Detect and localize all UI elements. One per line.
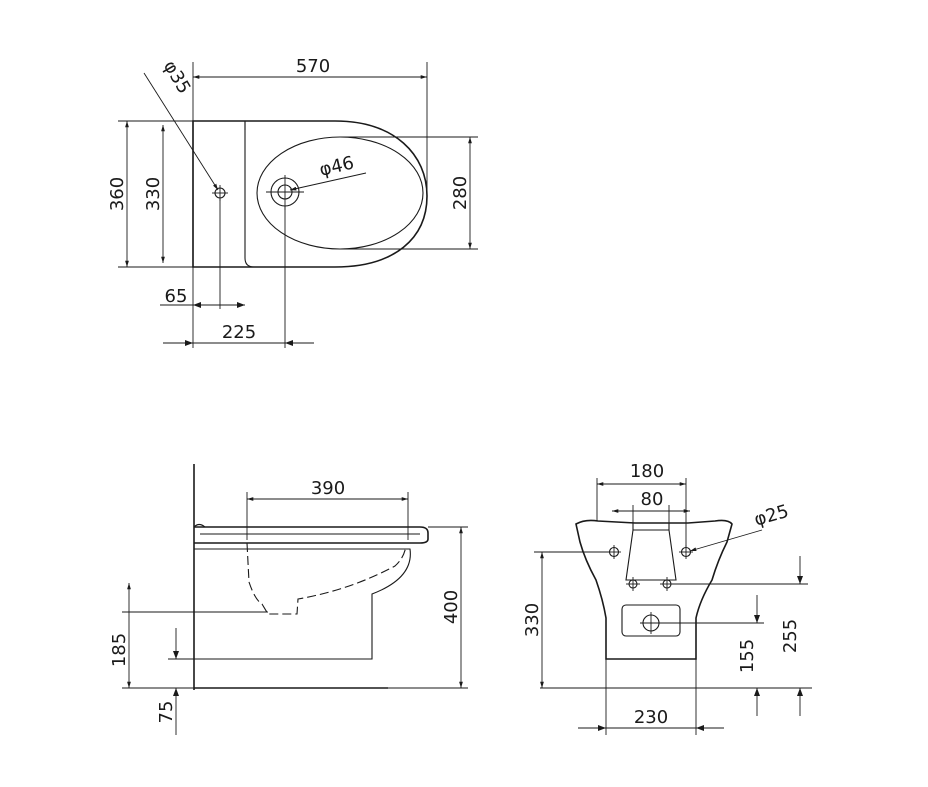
body-outline — [194, 548, 411, 660]
dim-floor-offset: 75 — [156, 701, 177, 724]
waste-opening — [621, 604, 681, 637]
dim-waste-height: 185 — [109, 633, 130, 667]
dim-width: 570 — [296, 56, 330, 77]
side-view: 390 400 185 75 — [109, 464, 468, 735]
back-view: 180 80 φ25 330 255 155 230 — [522, 461, 812, 735]
dim-upper-fixing-height: 330 — [522, 603, 543, 637]
top-view-outline — [192, 120, 428, 268]
dim-outlet-offset: 225 — [222, 322, 256, 343]
rim-outline — [194, 526, 429, 544]
dim-inlet-height: 255 — [780, 619, 801, 653]
dim-waste-height-back: 155 — [737, 639, 758, 673]
bowl-outline — [256, 136, 424, 250]
dim-back-width: 230 — [634, 707, 668, 728]
dim-fixing-outer: 180 — [630, 461, 664, 482]
dim-bowl-width: 280 — [450, 176, 471, 210]
dim-tap-hole: φ35 — [159, 57, 195, 98]
dim-depth-bowl: 330 — [143, 177, 164, 211]
back-view-outline — [575, 519, 733, 660]
top-view: 570 360 330 280 φ35 φ46 65 225 — [107, 56, 478, 348]
dim-tap-offset: 65 — [165, 286, 188, 307]
dim-fixing-inner: 80 — [641, 489, 664, 510]
dim-projection: 390 — [311, 478, 345, 499]
dim-depth-overall: 360 — [107, 177, 128, 211]
dim-fixing-hole: φ25 — [752, 501, 791, 531]
dim-height: 400 — [441, 590, 462, 624]
hidden-bowl — [246, 542, 407, 615]
